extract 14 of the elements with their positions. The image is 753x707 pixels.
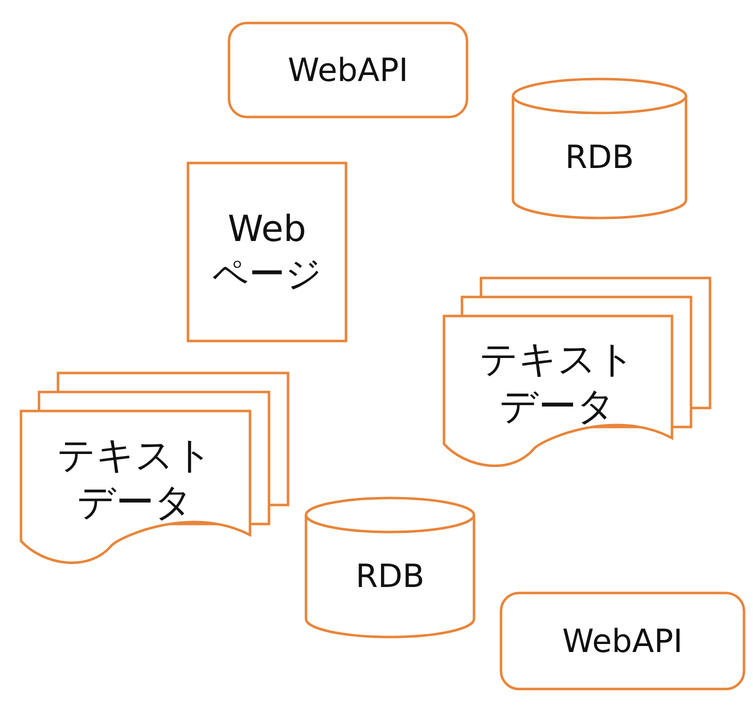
node-label: WebAPI [562,621,683,661]
api-box [500,592,745,690]
node-label: RDB [565,137,634,177]
node-label: WebAPI [288,50,408,90]
document-stack [20,373,288,567]
document-stack [443,278,710,470]
api-box [228,22,468,118]
page-box [187,162,347,342]
node-label: RDB [356,556,424,596]
node-label: テキストデータ [478,336,636,430]
node-label: テキストデータ [56,432,214,526]
database-cylinder [512,78,687,218]
database-cylinder [305,497,475,637]
node-label: Webページ [212,208,322,297]
